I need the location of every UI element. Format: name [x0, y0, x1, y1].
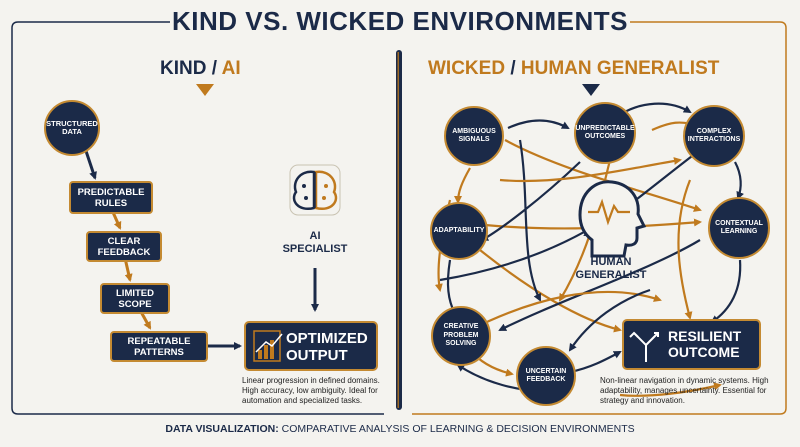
adaptability-label: ADAPTABILITY: [433, 226, 485, 234]
split-arrows-icon: [629, 331, 659, 362]
node-complex-interactions: [683, 105, 745, 167]
step-limited-scope: LIMITED SCOPE: [100, 283, 170, 314]
kind-heading-ai: AI: [221, 58, 241, 79]
wicked-frame: [412, 21, 787, 415]
node-adaptability: [430, 202, 488, 260]
wicked-description: Non-linear navigation in dynamic systems…: [600, 376, 769, 405]
kind-heading-separator: /: [206, 58, 222, 79]
kind-heading-label: KIND: [160, 58, 207, 79]
contextual-learning-label: CONTEXTUAL LEARNING: [715, 219, 763, 236]
ai-specialist-label: AI SPECIALIST: [282, 230, 348, 255]
optimized-output-label: OPTIMIZED OUTPUT: [286, 330, 368, 364]
ambiguous-signals-label: AMBIGUOUS SIGNALS: [452, 127, 496, 144]
wicked-heading-label: WICKED: [428, 58, 506, 79]
wicked-heading-separator: /: [505, 58, 521, 79]
node-ambiguous-signals: [444, 106, 504, 166]
page-title: KIND VS. WICKED ENVIRONMENTS: [171, 6, 629, 36]
wicked-connections: [434, 102, 744, 397]
step-repeatable-patterns: REPEATABLE PATTERNS: [110, 331, 208, 362]
node-creative-problem-solving: [431, 306, 491, 366]
footer-caption: DATA VISUALIZATION: COMPARATIVE ANALYSIS…: [0, 423, 800, 435]
resilient-outcome-label: RESILIENT OUTCOME: [668, 328, 742, 360]
step-predictable-rules: PREDICTABLE RULES: [69, 181, 153, 214]
step-clear-feedback: CLEAR FEEDBACK: [86, 231, 162, 262]
uncertain-feedback-label: UNCERTAIN FEEDBACK: [525, 367, 567, 384]
brain-circuit-icon: [289, 164, 341, 216]
structured-data-node: [44, 100, 100, 156]
node-contextual-learning: [708, 197, 770, 259]
node-unpredictable-outcomes: [574, 102, 636, 164]
human-generalist-label: HUMAN GENERALIST: [575, 256, 647, 281]
kind-heading-arrow: [196, 84, 214, 96]
wicked-heading: WICKED / HUMAN GENERALIST: [428, 58, 719, 80]
wicked-heading-arrow: [582, 84, 600, 96]
kind-arrow-1: [83, 147, 97, 180]
complex-interactions-label: COMPLEX INTERACTIONS: [687, 127, 741, 144]
creative-problem-solving-label: CREATIVE PROBLEM SOLVING: [443, 323, 479, 348]
wicked-nodes: [430, 102, 770, 406]
footer-text: COMPARATIVE ANALYSIS OF LEARNING & DECIS…: [278, 423, 635, 435]
node-uncertain-feedback: [516, 346, 576, 406]
wicked-heading-generalist: HUMAN GENERALIST: [520, 58, 720, 79]
footer-bold: DATA VISUALIZATION:: [165, 423, 279, 435]
kind-heading: KIND / AI: [160, 58, 241, 80]
unpredictable-outcomes-label: UNPREDICTABLE OUTCOMES: [575, 124, 635, 141]
structured-data-label: STRUCTURED DATA: [46, 118, 98, 136]
optimized-output-box: [244, 321, 378, 371]
kind-frame: [11, 21, 384, 415]
kind-description: Linear progression in defined domains. H…: [242, 376, 380, 405]
human-head-icon: [578, 180, 647, 258]
growth-chart-icon: [253, 330, 283, 362]
